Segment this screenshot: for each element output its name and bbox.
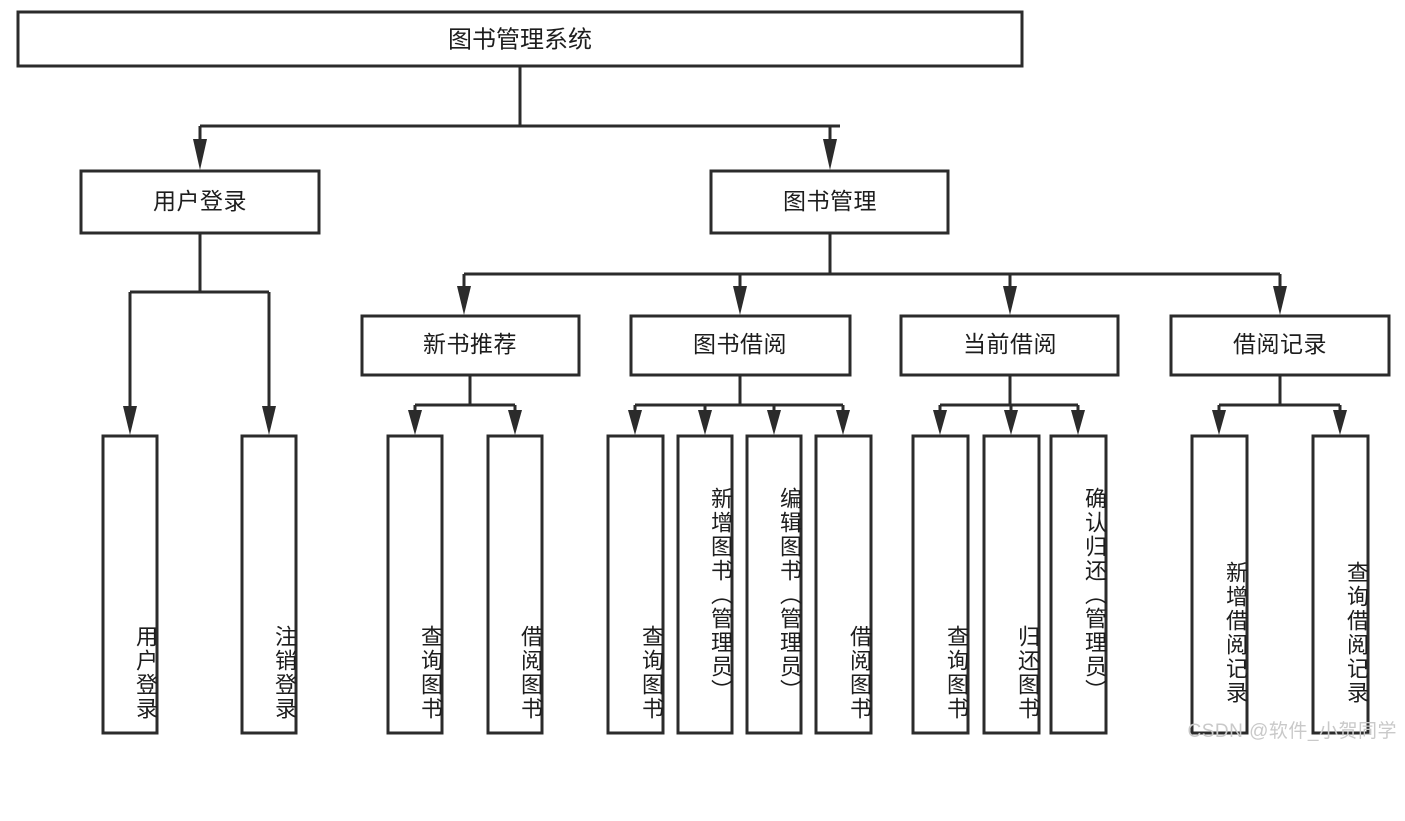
arrowhead-leaf-return-book xyxy=(1004,410,1018,435)
node-leaf-logout[interactable] xyxy=(240,434,298,735)
connector-layer xyxy=(123,66,1347,435)
node-user-login[interactable] xyxy=(79,169,321,235)
arrowhead-leaf-logout xyxy=(262,406,276,435)
node-leaf-add-book-admin[interactable] xyxy=(676,434,734,735)
node-layer: 图书管理系统 用户登录 图书管理 新书推荐 图书借阅 当前借阅 借阅记录 xyxy=(16,10,1391,735)
arrowhead-leaf-edit-book-admin xyxy=(767,410,781,435)
node-root-label: 图书管理系统 xyxy=(448,26,592,53)
node-borrow-record-label: 借阅记录 xyxy=(1233,331,1327,357)
node-book-management[interactable] xyxy=(709,169,950,235)
arrowhead-leaf-add-borrow-record xyxy=(1212,410,1226,435)
node-leaf-query-book-new[interactable] xyxy=(386,434,444,735)
node-leaf-return-book[interactable] xyxy=(982,434,1041,735)
arrowhead-user-login xyxy=(193,139,207,170)
flowchart-svg: 图书管理系统 用户登录 图书管理 新书推荐 图书借阅 当前借阅 借阅记录 xyxy=(16,10,1391,735)
node-current-borrow[interactable] xyxy=(899,314,1120,377)
node-leaf-query-book-current[interactable] xyxy=(911,434,970,735)
node-book-borrow-label: 图书借阅 xyxy=(693,331,787,357)
node-borrow-record[interactable] xyxy=(1169,314,1391,377)
arrowhead-leaf-query-book-current xyxy=(933,410,947,435)
node-current-borrow-label: 当前借阅 xyxy=(963,331,1057,357)
node-leaf-query-borrow-record[interactable] xyxy=(1311,434,1370,735)
node-leaf-borrow-book[interactable] xyxy=(814,434,873,735)
arrowhead-leaf-query-book-borrow xyxy=(628,410,642,435)
arrowhead-book-borrow xyxy=(733,286,747,315)
arrowhead-leaf-borrow-book-new xyxy=(508,410,522,435)
node-leaf-user-login[interactable] xyxy=(101,434,159,735)
node-root[interactable] xyxy=(16,10,1024,68)
node-leaf-add-borrow-record[interactable] xyxy=(1190,434,1249,735)
node-leaf-edit-book-admin[interactable] xyxy=(745,434,803,735)
node-leaf-query-book-borrow[interactable] xyxy=(606,434,665,735)
arrowhead-borrow-record xyxy=(1273,286,1287,315)
node-new-book-recommend-label: 新书推荐 xyxy=(423,331,517,357)
node-leaf-confirm-return-admin[interactable] xyxy=(1049,434,1108,735)
arrowhead-book-management xyxy=(823,139,837,170)
arrowhead-current-borrow xyxy=(1003,286,1017,315)
arrowhead-leaf-add-book-admin xyxy=(698,410,712,435)
arrowhead-leaf-borrow-book xyxy=(836,410,850,435)
arrowhead-leaf-query-book-new xyxy=(408,410,422,435)
node-user-login-label: 用户登录 xyxy=(153,188,247,214)
arrowhead-leaf-user-login xyxy=(123,406,137,435)
node-book-management-label: 图书管理 xyxy=(783,188,877,214)
arrowhead-new-book-recommend xyxy=(457,286,471,315)
flowchart-canvas: 图书管理系统 用户登录 图书管理 新书推荐 图书借阅 当前借阅 借阅记录 xyxy=(16,10,1397,742)
csdn-watermark: CSDN @软件_小贺同学 xyxy=(1187,721,1397,742)
arrowhead-leaf-query-borrow-record xyxy=(1333,410,1347,435)
node-leaf-borrow-book-new[interactable] xyxy=(486,434,544,735)
arrowhead-leaf-confirm-return-admin xyxy=(1071,410,1085,435)
node-new-book-recommend[interactable] xyxy=(360,314,581,377)
node-book-borrow[interactable] xyxy=(629,314,852,377)
